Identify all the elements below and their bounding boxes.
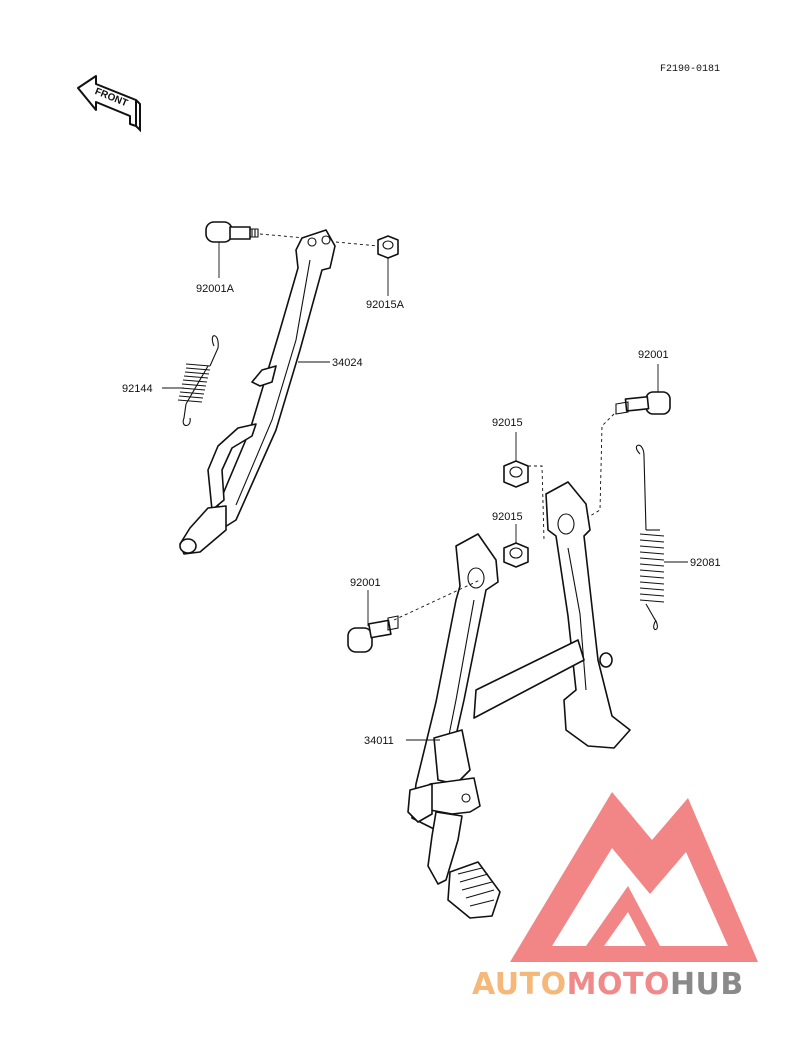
- center-stand-bolt-right-part: [615, 391, 671, 415]
- front-arrow-icon: FRONT: [77, 75, 141, 133]
- part-label-92015-upper: 92015: [492, 417, 523, 429]
- part-label-34024: 34024: [332, 357, 363, 369]
- side-stand-part: [179, 229, 336, 555]
- part-label-92015A: 92015A: [366, 299, 405, 311]
- part-label-92001-left: 92001: [350, 577, 381, 589]
- side-stand-nut-part: [377, 235, 399, 259]
- part-label-92001A: 92001A: [196, 283, 235, 295]
- center-stand-spring-part: [635, 444, 665, 631]
- figure-code: F2190-0181: [660, 64, 720, 75]
- side-stand-spring-part: [177, 335, 219, 427]
- center-stand-nut-upper-part: [503, 460, 529, 488]
- watermark-text: AUTOMOTOHUB: [472, 967, 744, 1002]
- part-label-92081: 92081: [690, 557, 721, 569]
- center-stand-part: [393, 481, 631, 919]
- center-stand-bolt-left-part: [347, 615, 399, 653]
- center-stand-nut-lower-part: [503, 542, 529, 568]
- part-label-92015-lower: 92015: [492, 511, 523, 523]
- watermark-logo: [510, 792, 758, 962]
- part-label-34011: 34011: [364, 735, 394, 747]
- part-label-92001-right: 92001: [638, 349, 669, 361]
- side-stand-bolt-part: [205, 221, 259, 243]
- part-label-92144: 92144: [122, 383, 153, 395]
